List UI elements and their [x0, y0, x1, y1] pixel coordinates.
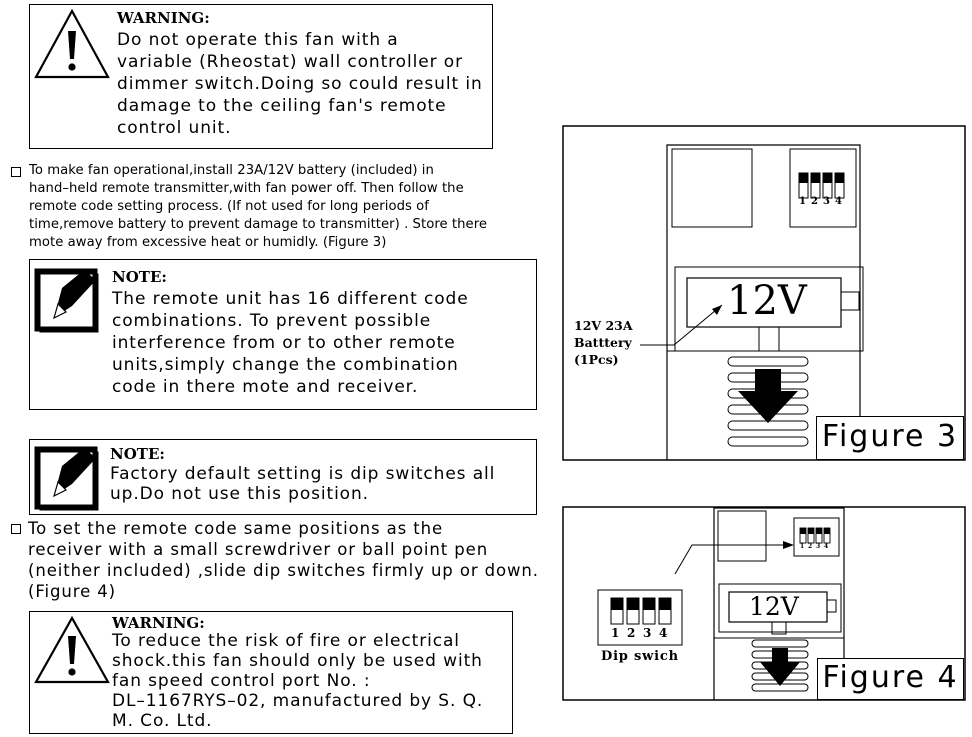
warning-1-title: WARNING:: [117, 9, 210, 27]
note-2-text: Factory default setting is dip switches …: [110, 464, 496, 504]
warning-triangle-icon: [34, 8, 110, 79]
note-box-1: NOTE: The remote unit has 16 different c…: [29, 259, 537, 410]
instruction-2-text: To set the remote code same positions as…: [28, 519, 539, 601]
figure-4-dip-caption: Dip swich: [601, 649, 679, 664]
warning-2-text: To reduce the risk of fire or electrical…: [112, 631, 484, 731]
figure-4-drawing: [562, 506, 966, 701]
figure-4-label: Figure 4: [817, 658, 964, 700]
warning-2-title: WARNING:: [112, 614, 205, 632]
figure-3-label: Figure 3: [816, 416, 964, 460]
figure-4-battery-label: 12V: [749, 592, 799, 621]
warning-1-text: Do not operate this fan with a variable …: [117, 30, 483, 138]
warning-box-2: WARNING: To reduce the risk of fire or e…: [29, 611, 513, 734]
note-1-text: The remote unit has 16 different code co…: [112, 289, 469, 397]
note-2-title: NOTE:: [110, 445, 165, 463]
note-pencil-icon: [34, 446, 99, 511]
note-pencil-icon: [34, 268, 99, 333]
figure-3-battery-label: 12V: [727, 278, 807, 324]
note-box-2: NOTE: Factory default setting is dip swi…: [29, 439, 537, 515]
warning-triangle-icon: [34, 615, 110, 684]
warning-box-1: WARNING: Do not operate this fan with a …: [29, 4, 493, 149]
instruction-1-text: To make fan operational,install 23A/12V …: [29, 163, 488, 250]
figure-3-drawing: [562, 125, 966, 461]
checkbox-instruction-2: [11, 524, 21, 534]
note-1-title: NOTE:: [112, 268, 167, 286]
figure-3-battery-callout: 12V 23A Batttery (1Pcs): [574, 318, 633, 367]
checkbox-instruction-1: [11, 167, 21, 177]
